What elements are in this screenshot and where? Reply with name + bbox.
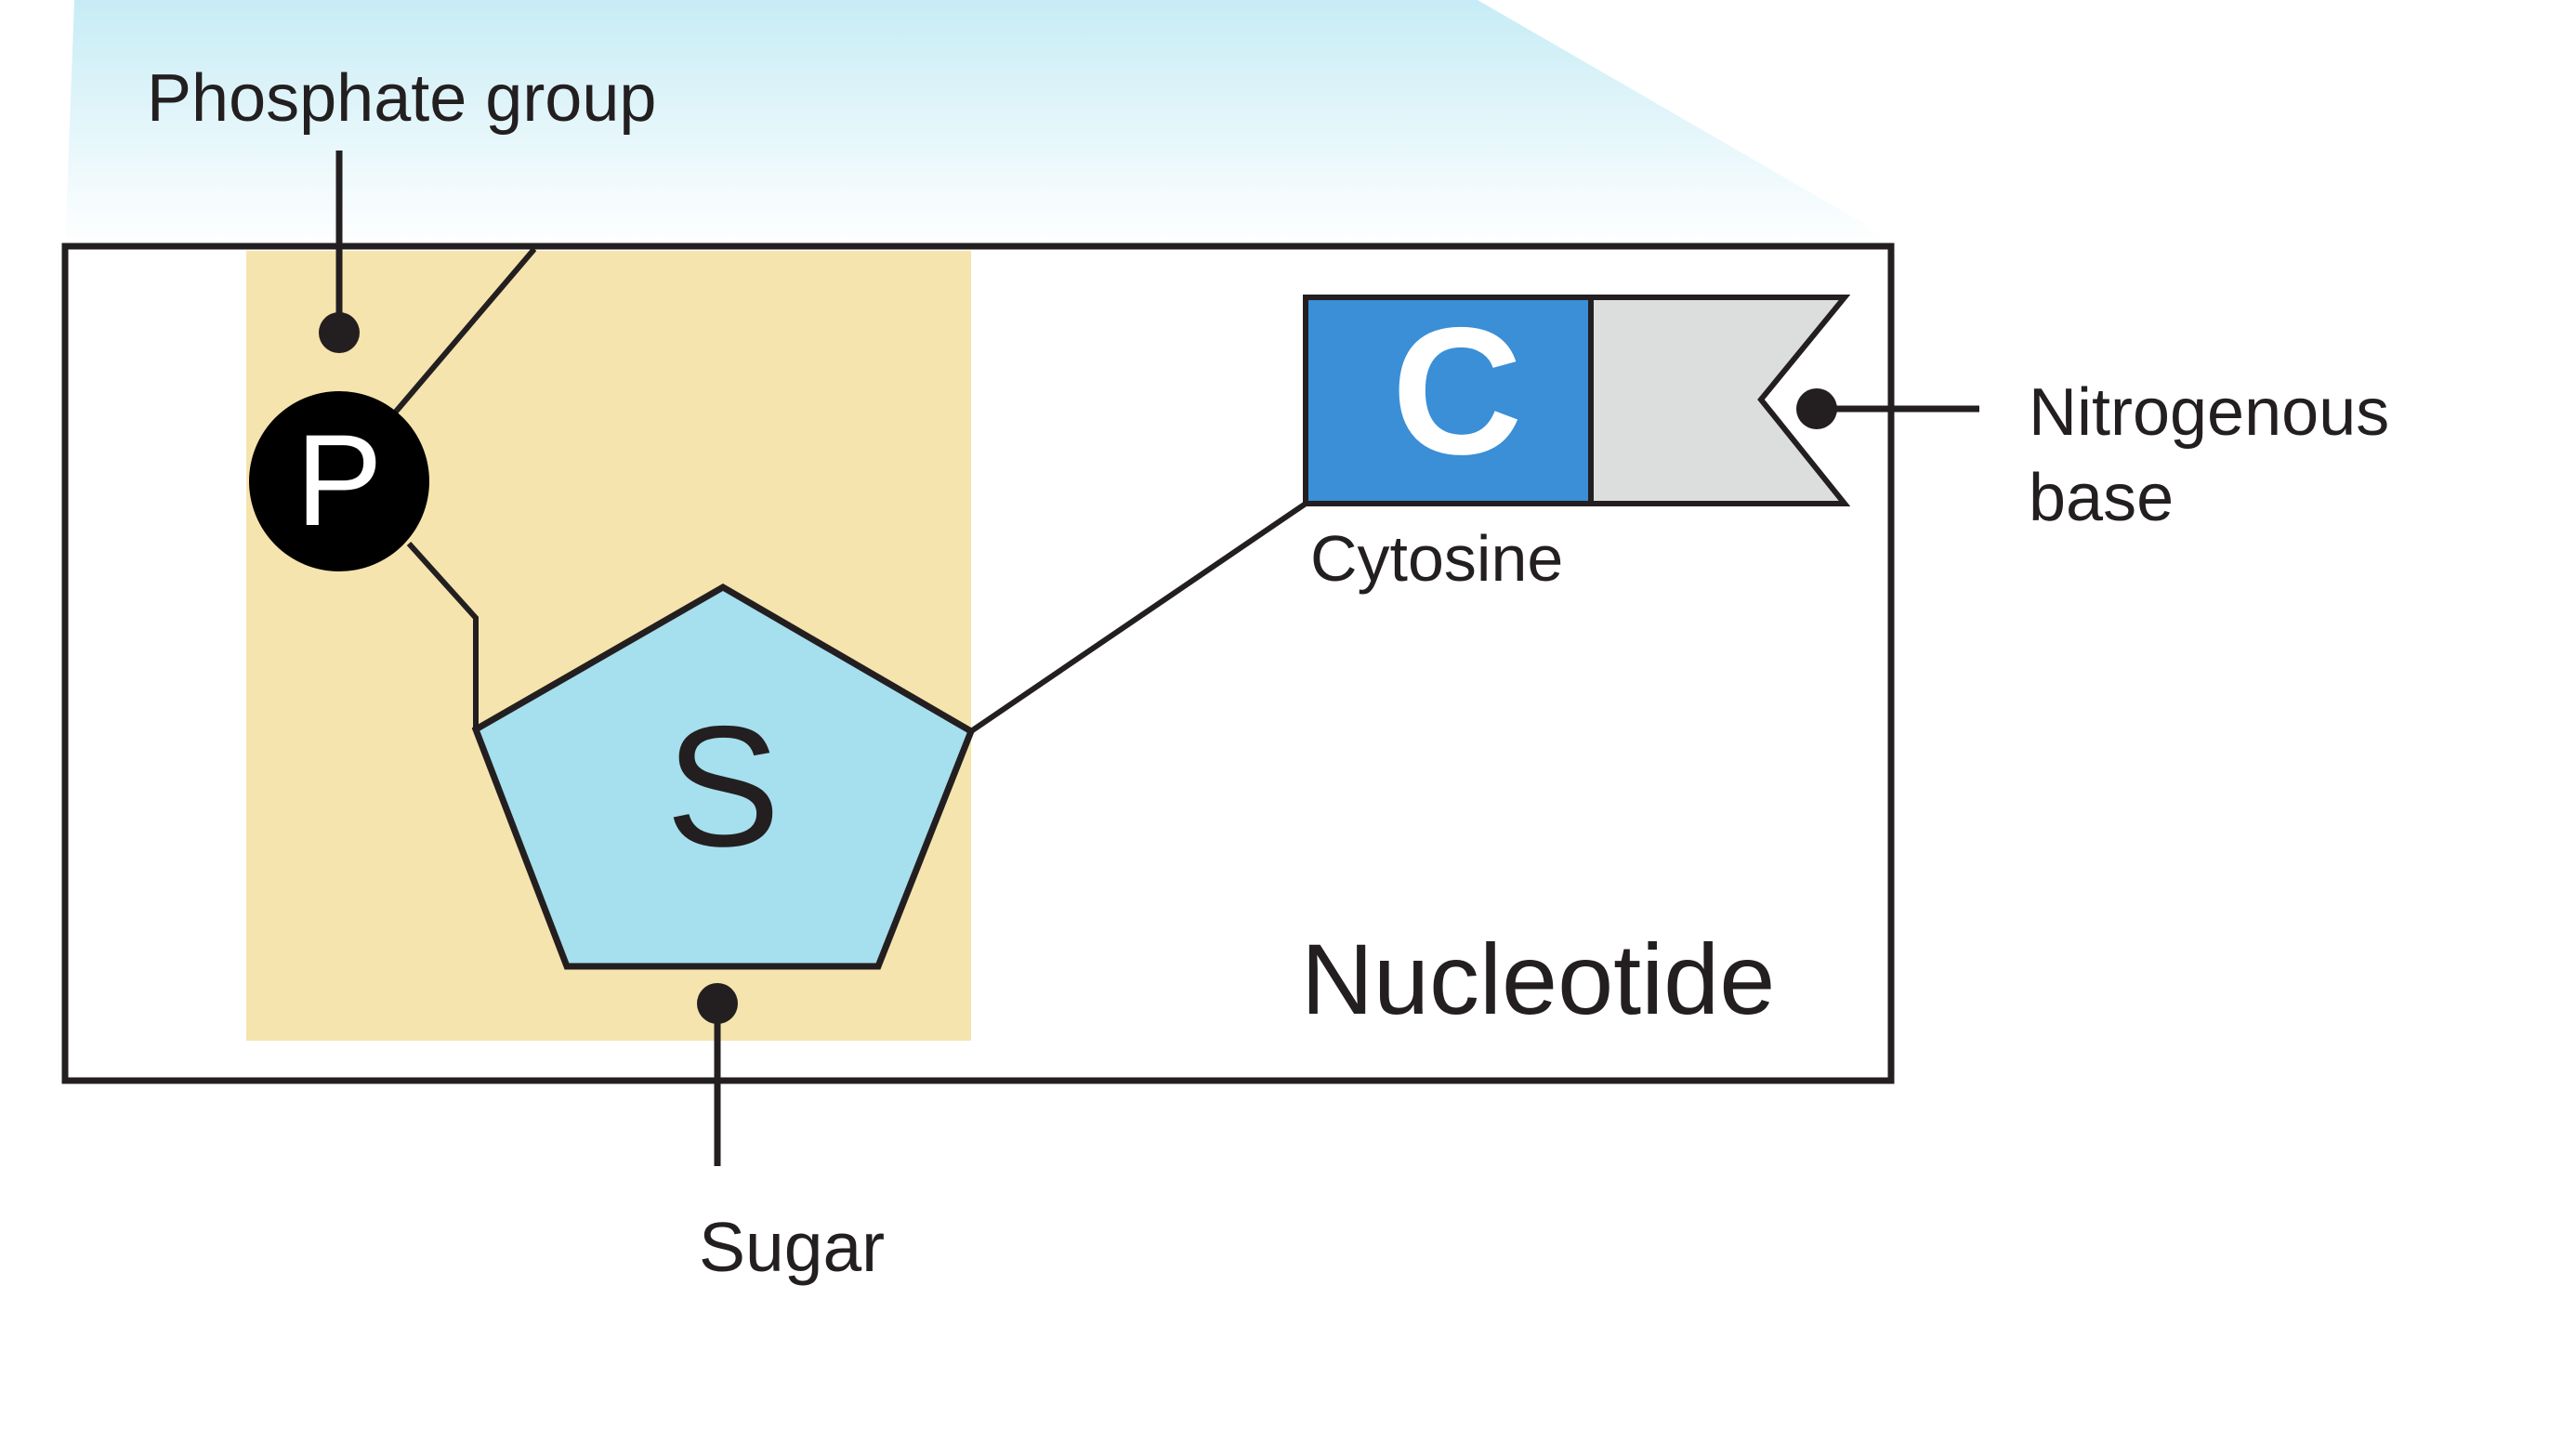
phosphate-sugar-bond	[406, 541, 479, 729]
sugar-pentagon	[471, 583, 976, 970]
phosphate-symbol: P	[296, 407, 382, 553]
cytosine-block	[1303, 295, 1594, 506]
sugar-label: Sugar	[699, 1208, 886, 1286]
background-wedge	[65, 0, 1896, 246]
phosphate-circle	[249, 391, 429, 571]
phosphate-leader-dot	[319, 312, 360, 353]
phosphate-upper-bond	[388, 247, 537, 420]
nitrogenous-base-label-line1: Nitrogenous	[2029, 375, 2390, 450]
sugar-symbol: S	[665, 691, 780, 883]
phosphate-group-label: Phosphate group	[147, 61, 657, 136]
nitrogenous-base-label-line2: base	[2029, 461, 2174, 535]
cytosine-symbol: C	[1392, 290, 1523, 492]
nucleotide-label: Nucleotide	[1301, 923, 1776, 1035]
sugar-leader-dot	[697, 983, 738, 1024]
sugar-base-bond	[969, 501, 1307, 734]
base-tab	[1588, 295, 1851, 506]
base-leader-dot	[1796, 388, 1837, 429]
cytosine-label: Cytosine	[1310, 522, 1564, 595]
